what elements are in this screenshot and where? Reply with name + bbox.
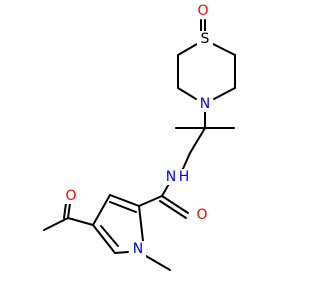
bond-c-n-right xyxy=(213,87,236,100)
atom-labels: S O N N H O O N xyxy=(63,3,213,257)
bond-n-c2 xyxy=(138,205,144,242)
atom-ring-nitrogen: N xyxy=(197,96,213,112)
bond-c4-c5-double xyxy=(100,225,119,247)
bond-cam-o-double xyxy=(159,200,187,219)
bond-cam-o xyxy=(161,195,189,214)
atom-label-h-amide: H xyxy=(179,169,190,185)
bond-c4-c5 xyxy=(92,224,116,254)
atom-label-o-amide: O xyxy=(196,207,207,223)
bond-c2-c3-double xyxy=(109,201,137,213)
atom-amide-nitrogen: N H xyxy=(163,169,192,185)
atom-label-s: S xyxy=(201,31,210,47)
atom-amide-oxygen: O xyxy=(194,207,210,223)
bond-c-n-left xyxy=(177,87,197,100)
bond-c4-cac xyxy=(67,217,94,226)
bond-n-me xyxy=(145,255,171,271)
bond-cac-o-double xyxy=(63,202,67,219)
atom-sulfoxide-oxygen: O xyxy=(195,3,211,19)
bond-s-c-left xyxy=(177,43,198,56)
bond-s-c-right xyxy=(212,43,236,56)
bonds xyxy=(43,19,236,271)
atom-label-n-amide: N xyxy=(166,169,176,185)
bond-ch2-nh xyxy=(181,152,191,172)
atom-pyrrole-nitrogen: N xyxy=(130,241,146,257)
bond-c3-c4 xyxy=(92,194,111,226)
bond-cac-me xyxy=(43,217,69,231)
atom-label-n-ring: N xyxy=(200,96,210,112)
bond-cam-c2 xyxy=(138,195,163,207)
bond-cq-ch2 xyxy=(189,127,206,154)
bond-c2-c3 xyxy=(109,194,140,207)
bond-cac-o xyxy=(67,202,71,219)
atom-label-n-pyrrole: N xyxy=(133,241,143,257)
atom-label-o-sulfoxide: O xyxy=(197,3,208,19)
molecule-structure: S O N N H O O N xyxy=(43,3,236,271)
bond-c5-n xyxy=(114,251,129,254)
atom-sulfur: S xyxy=(197,31,213,47)
atom-acetyl-oxygen: O xyxy=(63,188,79,204)
atom-label-o-acetyl: O xyxy=(65,188,76,204)
